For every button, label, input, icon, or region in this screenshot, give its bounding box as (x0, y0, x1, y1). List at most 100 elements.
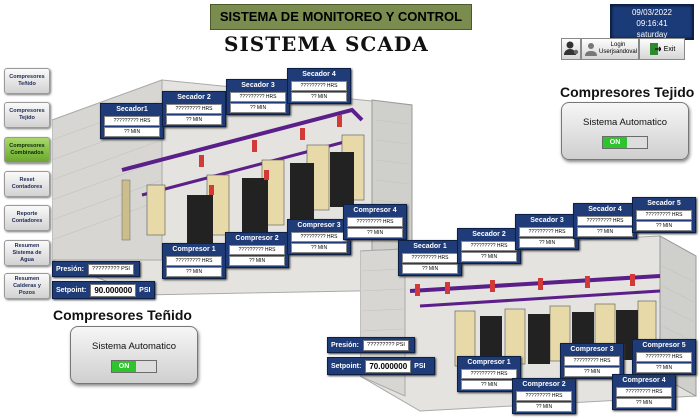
tejido-secador-2-tag: Secador 2 ????????? HRS ?? MIN (457, 228, 521, 264)
tag-title: Compresor 4 (353, 207, 397, 214)
tejido-secador-1-tag: Secador 1 ????????? HRS ?? MIN (398, 240, 462, 276)
tejido-compresor-2-tag: Compresor 2 ????????? HRS ?? MIN (512, 378, 576, 414)
tag-title: Compresor 2 (522, 381, 566, 388)
tag-minutes: ?? MIN (230, 103, 286, 113)
sidebar-item-resumen-calderas[interactable]: Resumen Calderas y Pozos (4, 273, 50, 299)
toggle-state: ON (112, 361, 136, 372)
tag-hours: ????????? HRS (577, 216, 633, 226)
tag-minutes: ?? MIN (636, 363, 692, 373)
tag-title: Secador 2 (177, 94, 211, 101)
tag-hours: ????????? HRS (402, 253, 458, 263)
tag-title: Compresor 3 (570, 346, 614, 353)
exit-icon (649, 43, 661, 55)
tenido-pressure-readout: Presión: ????????? PSI (52, 261, 140, 277)
setpoint-label: Setpoint: (56, 286, 87, 294)
sidebar-item-label: Compresores Combinados (9, 143, 45, 156)
sidebar-item-compresores-tenido[interactable]: Compresores Teñido (4, 68, 50, 94)
sidebar-item-label: Compresores Tejido (9, 108, 45, 121)
tenido-compresor-2-tag: Compresor 2 ????????? HRS ?? MIN (225, 232, 289, 268)
user-settings-icon (564, 41, 579, 55)
tag-minutes: ?? MIN (166, 267, 222, 277)
tag-title: Secador 2 (472, 231, 506, 238)
tejido-secador-3-tag: Secador 3 ????????? HRS ?? MIN (515, 214, 579, 250)
tag-hours: ????????? HRS (104, 116, 160, 126)
mode-label: Sistema Automatico (92, 341, 176, 352)
tag-hours: ????????? HRS (291, 81, 347, 91)
tag-title: Compresor 1 (172, 246, 216, 253)
tag-hours: ????????? HRS (166, 104, 222, 114)
pressure-value: ????????? PSI (363, 339, 409, 351)
tenido-compresor-3-tag: Compresor 3 ????????? HRS ?? MIN (287, 219, 351, 255)
exit-label: Exit (663, 45, 676, 53)
toggle-state: ON (603, 137, 627, 148)
tag-title: Secador 3 (530, 217, 564, 224)
tag-minutes: ?? MIN (166, 115, 222, 125)
tag-hours: ????????? HRS (166, 256, 222, 266)
tenido-setpoint-readout: Setpoint: 90.000000 PSI (52, 281, 155, 299)
tag-title: Secador1 (116, 106, 148, 113)
login-label: Login (610, 42, 626, 48)
time-display: 09:16:41 (636, 19, 668, 28)
sidebar-item-label: Reset Contadores (11, 177, 43, 190)
tenido-auto-toggle[interactable]: ON (111, 360, 157, 373)
setpoint-input[interactable]: 90.000000 (90, 283, 137, 297)
tag-minutes: ?? MIN (516, 402, 572, 412)
tejido-setpoint-readout: Setpoint: 70.000000 PSI (327, 357, 435, 375)
tejido-secador-5-tag: Secador 5 ????????? HRS ?? MIN (632, 197, 696, 233)
username-label: Userjsandoval (598, 49, 638, 55)
tag-title: Secador 4 (588, 206, 622, 213)
tejido-mode-panel: Sistema Automatico ON (561, 102, 689, 160)
tejido-auto-toggle[interactable]: ON (602, 136, 648, 149)
tag-title: Secador 3 (241, 82, 275, 89)
tag-minutes: ?? MIN (461, 252, 517, 262)
sidebar-item-compresores-combinados[interactable]: Compresores Combinados (4, 137, 50, 163)
sidebar-item-compresores-tejido[interactable]: Compresores Tejido (4, 102, 50, 128)
tag-title: Compresor 3 (297, 222, 341, 229)
tenido-compresor-1-tag: Compresor 1 ????????? HRS ?? MIN (162, 243, 226, 279)
mode-label: Sistema Automatico (583, 117, 667, 128)
sidebar-item-resumen-agua[interactable]: Resumen Sistema de Agua (4, 240, 50, 266)
tag-hours: ????????? HRS (564, 356, 620, 366)
tag-hours: ????????? HRS (229, 245, 285, 255)
setpoint-label: Setpoint: (331, 362, 362, 370)
tag-title: Compresor 5 (642, 342, 686, 349)
tag-minutes: ?? MIN (461, 380, 517, 390)
tag-minutes: ?? MIN (564, 367, 620, 377)
tag-minutes: ?? MIN (616, 398, 672, 408)
tag-hours: ????????? HRS (519, 227, 575, 237)
tejido-compresor-1-tag: Compresor 1 ????????? HRS ?? MIN (457, 356, 521, 392)
tag-minutes: ?? MIN (291, 92, 347, 102)
sidebar-item-reset-contadores[interactable]: Reset Contadores (4, 171, 50, 197)
sidebar-item-reporte-contadores[interactable]: Reporte Contadores (4, 205, 50, 231)
tejido-compresor-3-tag: Compresor 3 ????????? HRS ?? MIN (560, 343, 624, 379)
setpoint-input[interactable]: 70.000000 (365, 359, 412, 373)
tag-title: Compresor 4 (622, 377, 666, 384)
tag-minutes: ?? MIN (229, 256, 285, 266)
tag-hours: ????????? HRS (636, 210, 692, 220)
tag-minutes: ?? MIN (577, 227, 633, 237)
exit-button[interactable]: Exit (639, 38, 685, 60)
tag-minutes: ?? MIN (402, 264, 458, 274)
tag-minutes: ?? MIN (347, 228, 403, 238)
tag-title: Secador 4 (302, 71, 336, 78)
tag-title: Secador 5 (647, 200, 681, 207)
tag-hours: ????????? HRS (461, 369, 517, 379)
tejido-section-title: Compresores Tejido (560, 84, 695, 100)
tenido-secador-3-tag: Secador 3 ????????? HRS ?? MIN (226, 79, 290, 115)
tenido-compresor-4-tag: Compresor 4 ????????? HRS ?? MIN (343, 204, 407, 240)
tag-title: Secador 1 (413, 243, 447, 250)
user-icon-button[interactable] (561, 38, 581, 60)
tag-hours: ????????? HRS (616, 387, 672, 397)
tag-minutes: ?? MIN (104, 127, 160, 137)
login-button[interactable]: Login Userjsandoval (581, 38, 639, 60)
sidebar-item-label: Resumen Sistema de Agua (12, 242, 42, 263)
sidebar-item-label: Resumen Calderas y Pozos (13, 275, 41, 296)
tejido-secador-4-tag: Secador 4 ????????? HRS ?? MIN (573, 203, 637, 239)
app-title: SISTEMA DE MONITOREO Y CONTROL (210, 4, 472, 30)
pressure-label: Presión: (331, 341, 360, 349)
tag-minutes: ?? MIN (636, 221, 692, 231)
tag-title: Compresor 1 (467, 359, 511, 366)
sidebar-item-label: Reporte Contadores (11, 211, 43, 224)
page-subtitle: SISTEMA SCADA (224, 32, 429, 56)
datetime-panel: 09/03/2022 09:16:41 saturday (610, 4, 694, 40)
